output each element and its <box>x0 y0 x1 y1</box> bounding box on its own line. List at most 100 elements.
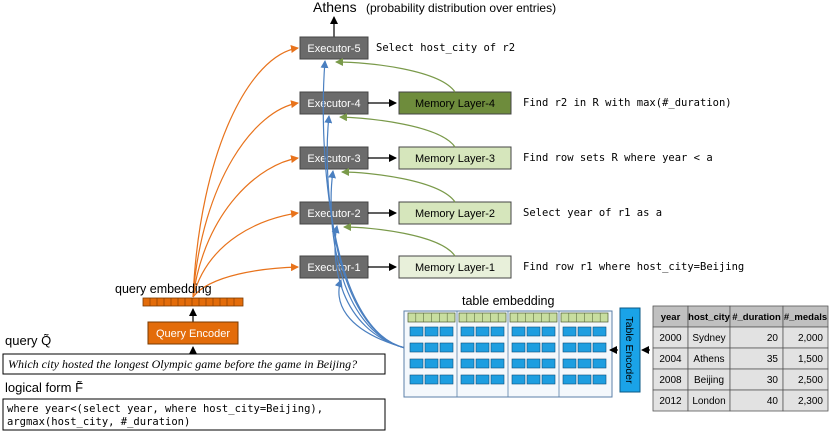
executor-2: Executor-2 Memory Layer-2 Select year of… <box>299 201 662 225</box>
embedding-cell <box>592 358 607 369</box>
memory-feedback-arrows <box>335 58 456 257</box>
embedding-cell <box>511 374 526 385</box>
query-label: query Q̃ <box>5 333 51 348</box>
table-header-text: year <box>661 312 681 323</box>
table-cell-text: 30 <box>767 375 779 386</box>
table-cell-text: 1,500 <box>798 354 823 365</box>
embedding-cell <box>562 374 577 385</box>
embedding-cell <box>409 342 424 353</box>
table-cell-text: 2,500 <box>798 375 823 386</box>
table-cell-text: 35 <box>767 354 779 365</box>
query-embedding-arrows <box>192 45 299 298</box>
table-cell <box>782 389 829 412</box>
embedding-cell <box>526 358 541 369</box>
executor-3-instruction: Find row sets R where year < a <box>523 152 713 164</box>
embedding-cell <box>490 342 505 353</box>
executor-5-instruction: Select host_city of r2 <box>376 42 515 54</box>
table-header-text: host_city <box>688 312 730 323</box>
query-text: Which city hosted the longest Olympic ga… <box>8 357 357 371</box>
executor-1: Executor-1 Memory Layer-1 Find row r1 wh… <box>299 255 744 279</box>
table-encoder-label: Table Encoder <box>623 316 635 384</box>
embedding-cell <box>526 374 541 385</box>
logical-form-line-1: where year<(select year, where host_city… <box>7 403 323 415</box>
embedding-cell <box>562 342 577 353</box>
executor-5: Executor-5 Select host_city of r2 <box>299 36 515 60</box>
embedding-cell <box>511 358 526 369</box>
embedding-cell <box>460 326 475 337</box>
embedding-cell <box>526 342 541 353</box>
embedding-cell <box>592 374 607 385</box>
embedding-cell <box>526 326 541 337</box>
embedding-cell <box>409 326 424 337</box>
executor-5-label: Executor-5 <box>307 43 360 55</box>
table-cell-text: 40 <box>767 396 779 407</box>
executor-3: Executor-3 Memory Layer-3 Find row sets … <box>299 146 713 170</box>
embedding-cell <box>490 326 505 337</box>
embedding-cell <box>460 342 475 353</box>
embedding-cell <box>475 342 490 353</box>
embedding-cell <box>562 326 577 337</box>
table-embedding-grid <box>403 310 613 398</box>
embedding-cell <box>424 326 439 337</box>
table-embedding-label: table embedding <box>462 294 554 308</box>
table-cell-text: 2,300 <box>798 396 823 407</box>
query-embedding-vector <box>142 297 244 307</box>
table-embedding-arrows <box>320 60 406 349</box>
embedding-cell <box>577 374 592 385</box>
executor-column: Executor-5 Select host_city of r2 Execut… <box>299 36 744 279</box>
table-header-text: #_medals <box>784 312 827 323</box>
memory-layer-4-label: Memory Layer-4 <box>415 98 495 110</box>
embedding-cell <box>424 358 439 369</box>
embedding-cell <box>409 374 424 385</box>
output-answer: Athens <box>313 0 357 15</box>
embedding-cell <box>490 358 505 369</box>
table-cell-text: 20 <box>767 333 779 344</box>
table-cell-text: Sydney <box>692 333 725 344</box>
memory-layer-3-label: Memory Layer-3 <box>415 153 495 165</box>
embedding-cell <box>460 358 475 369</box>
logical-form-label: logical form F̃ <box>5 380 83 395</box>
embedding-cell <box>475 326 490 337</box>
embedding-cell <box>439 358 454 369</box>
table-encoder <box>619 307 641 393</box>
embedding-cell <box>460 374 475 385</box>
logical-form-box <box>2 398 386 431</box>
embedding-cell <box>592 342 607 353</box>
query-box <box>2 353 386 375</box>
embedding-cell <box>511 326 526 337</box>
executor-4-label: Executor-4 <box>307 98 360 110</box>
embedding-cell <box>541 342 556 353</box>
embedding-cell <box>541 358 556 369</box>
embedding-cell <box>577 342 592 353</box>
query-embedding-label: query embedding <box>115 282 212 296</box>
executor-1-instruction: Find row r1 where host_city=Beijing <box>523 261 744 273</box>
embedding-cell <box>439 342 454 353</box>
query-encoder <box>147 321 239 345</box>
embedding-cell <box>577 358 592 369</box>
embedding-cell <box>439 374 454 385</box>
executor-2-instruction: Select year of r1 as a <box>523 207 662 219</box>
embedding-cell <box>490 374 505 385</box>
embedding-cell <box>562 358 577 369</box>
embedding-cell <box>439 326 454 337</box>
embedding-cell <box>511 342 526 353</box>
embedding-cell <box>541 374 556 385</box>
table-header-text: #_duration <box>732 312 781 323</box>
table-cell-text: London <box>692 396 725 407</box>
embedding-cell <box>592 326 607 337</box>
embedding-cell <box>424 342 439 353</box>
embedding-cell <box>541 326 556 337</box>
memory-layer-1-label: Memory Layer-1 <box>415 262 495 274</box>
table-cell-text: Beijing <box>694 375 724 386</box>
output-note: (probability distribution over entries) <box>366 1 556 15</box>
embedding-cell <box>409 358 424 369</box>
table-cell-text: 2,000 <box>798 333 823 344</box>
embedding-cell <box>475 374 490 385</box>
table-cell-text: 2008 <box>659 375 682 386</box>
executor-4-instruction: Find r2 in R with max(#_duration) <box>523 97 732 109</box>
table-cell-text: 2012 <box>659 396 682 407</box>
logical-form-line-2: argmax(host_city, #_duration) <box>7 416 190 428</box>
executor-2-label: Executor-2 <box>307 208 360 220</box>
